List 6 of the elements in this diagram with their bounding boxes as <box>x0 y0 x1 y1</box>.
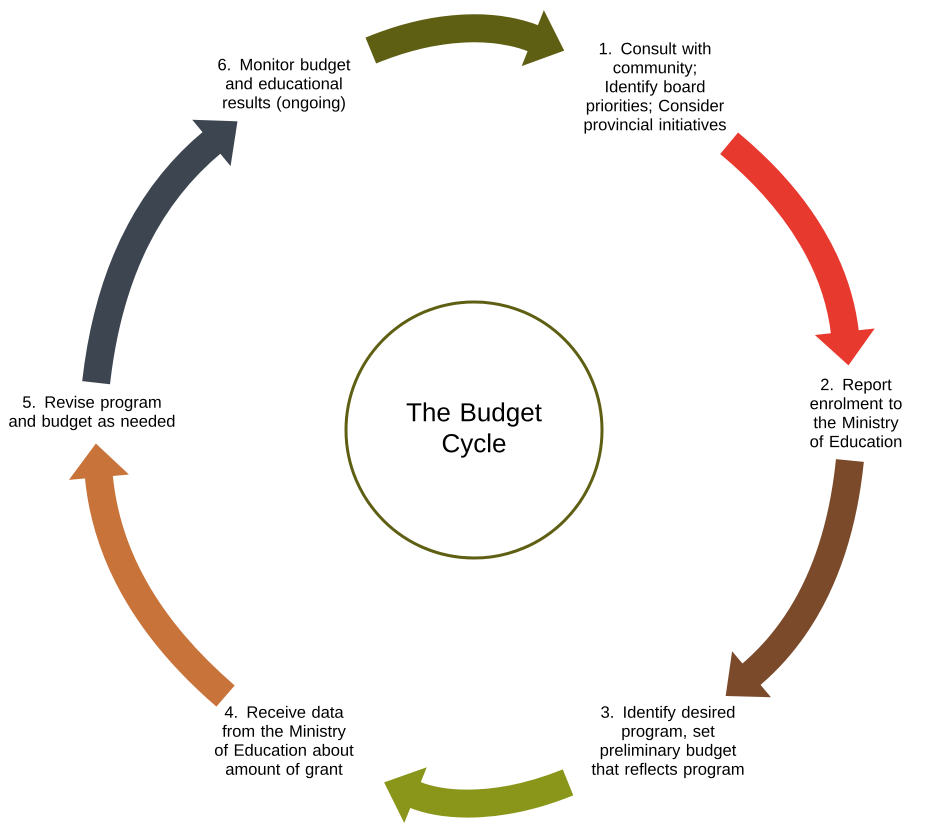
step-text: 4. Receive data from the Ministry of Education about amount of grant <box>214 706 354 778</box>
step-text: 6. Monitor budget and educational results (ongoing) <box>218 58 350 112</box>
step-text: 5. Revise program and budget as needed <box>9 396 174 430</box>
step-text: 2. Report enrolment to the Ministry of Education <box>810 378 902 448</box>
step-text: 3. Identify desired program, set preliminary budget that reflects program <box>592 706 744 778</box>
step-text: 1. Consult with community; Identify board priorities; Consider provincial initiatives <box>584 42 726 134</box>
